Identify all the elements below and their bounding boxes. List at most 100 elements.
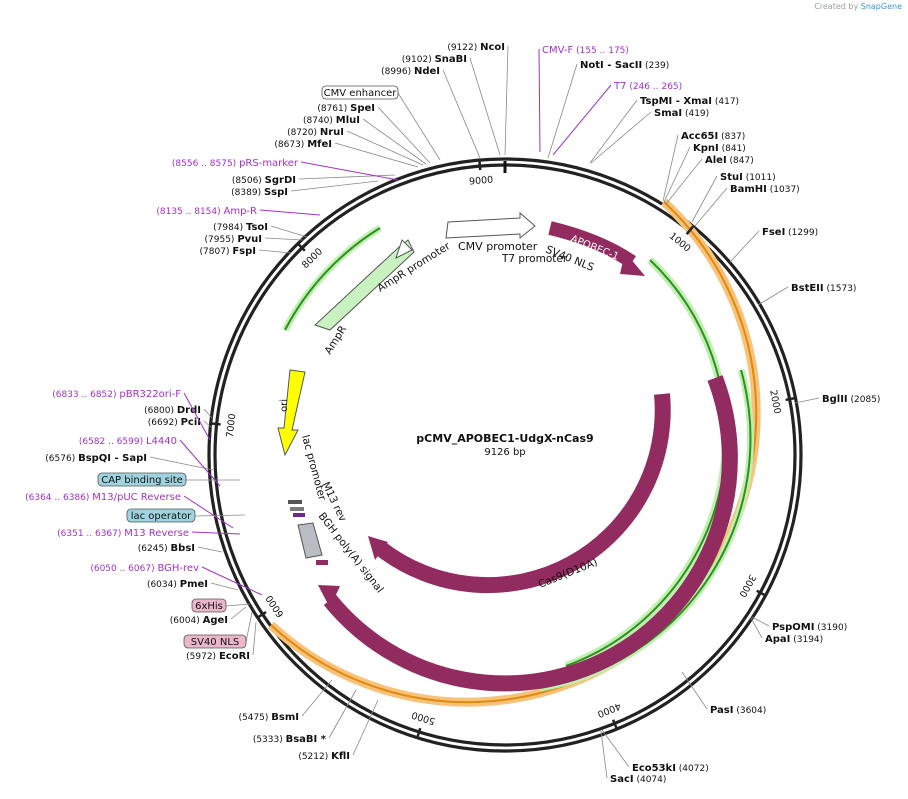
site-label-AgeI[interactable]: (6004) AgeI	[170, 615, 228, 626]
primer-range: (6833 .. 6852)	[52, 390, 119, 400]
site-label-PvuI[interactable]: (7955) PvuI	[205, 234, 262, 245]
site-label-BbsI[interactable]: (6245) BbsI	[138, 543, 195, 554]
site-label-StuI[interactable]: StuI (1011)	[720, 172, 776, 183]
primer-label-M13/pUC Reverse[interactable]: (6364 .. 6386) M13/pUC Reverse	[25, 492, 181, 503]
site-label-BsaBI[interactable]: (5333) BsaBI *	[253, 734, 327, 745]
site-label-SmaI[interactable]: SmaI (419)	[654, 108, 709, 119]
ori-arrow[interactable]	[277, 369, 306, 457]
feature-box-lac operator[interactable]	[126, 508, 196, 523]
site-name: BamHI	[730, 184, 767, 195]
site-pos: (6004)	[170, 616, 203, 626]
site-label-Acc65I[interactable]: Acc65I (837)	[681, 131, 745, 142]
cas9-d10a-arc[interactable]	[375, 393, 671, 594]
site-label-SacI[interactable]: SacI (4074)	[610, 774, 666, 785]
tick-mark	[685, 225, 695, 235]
site-label-BsmI[interactable]: (5475) BsmI	[238, 712, 299, 723]
primer-name: T7	[613, 81, 626, 92]
tick-label-5000: 5000	[410, 709, 436, 727]
primer-label-pBR322ori-F[interactable]: (6833 .. 6852) pBR322ori-F	[52, 389, 181, 400]
site-label-BspQI[interactable]: (6576) BspQI - SapI	[45, 453, 147, 464]
feature-label-SV40 NLS: SV40 NLS	[191, 637, 240, 648]
primer-label-L4440[interactable]: (6582 .. 6599) L4440	[79, 436, 177, 447]
site-label-PciI[interactable]: (6692) PciI	[148, 417, 201, 428]
site-label-KflI[interactable]: (5212) KflI	[298, 751, 350, 762]
feature-box-CAP binding site[interactable]	[97, 472, 187, 487]
site-label-AleI[interactable]: AleI (847)	[705, 155, 754, 166]
primer-range: (246 .. 265)	[626, 82, 682, 92]
tick-mark	[611, 719, 619, 730]
ampr-arrow[interactable]	[314, 239, 415, 331]
site-label-SnaBI[interactable]: (9102) SnaBI	[402, 54, 467, 65]
cas9-arc[interactable]	[323, 375, 738, 692]
site-pos: (837)	[718, 132, 745, 142]
site-label-NotI[interactable]: NotI - SacII (239)	[580, 60, 669, 71]
site-leader-FspI	[258, 249, 292, 254]
primer-name: Amp-R	[224, 206, 258, 217]
feature-label-CMV enhancer: CMV enhancer	[324, 88, 398, 99]
site-name: FseI	[762, 227, 785, 238]
site-leader-StuI	[691, 175, 718, 223]
site-name: Acc65I	[681, 131, 718, 142]
site-pos: (9102)	[402, 55, 435, 65]
primer-leader-pBR322ori-F	[183, 392, 211, 441]
site-label-SgrDI[interactable]: (8506) SgrDI	[232, 175, 296, 186]
site-label-MfeI[interactable]: (8673) MfeI	[274, 139, 332, 150]
feature-box-6xHis[interactable]	[191, 598, 227, 613]
site-name: MfeI	[307, 139, 332, 150]
site-label-TsoI[interactable]: (7984) TsoI	[213, 222, 268, 233]
cmv-promoter-arrow[interactable]	[445, 211, 536, 240]
site-label-FseI[interactable]: FseI (1299)	[762, 227, 818, 238]
feature-label-CAP binding site: CAP binding site	[101, 475, 183, 486]
site-name: AgeI	[203, 615, 228, 626]
site-label-BglII[interactable]: BglII (2085)	[822, 394, 880, 405]
site-label-PasI[interactable]: PasI (3604)	[710, 705, 766, 716]
feature-leader-CMV enhancer	[397, 92, 441, 161]
site-label-PmeI[interactable]: (6034) PmeI	[147, 579, 208, 590]
primer-leader-pRS-marker	[300, 161, 399, 181]
primer-name: pBR322ori-F	[119, 389, 181, 400]
snapgene-credit: Created by SnapGene	[814, 2, 902, 11]
primer-name: M13/pUC Reverse	[92, 492, 181, 503]
site-pos: (5972)	[186, 652, 219, 662]
site-label-ApaI[interactable]: ApaI (3194)	[765, 634, 823, 645]
ampr-promoter-arrow[interactable]	[395, 239, 413, 259]
site-label-PspOMI[interactable]: PspOMI (3190)	[772, 622, 847, 633]
primer-label-T7[interactable]: T7 (246 .. 265)	[613, 81, 682, 92]
feature-box-CMV enhancer[interactable]	[321, 85, 399, 100]
primer-leader-L4440	[179, 439, 221, 487]
bgh-polya-box[interactable]	[297, 522, 323, 559]
site-label-SspI[interactable]: (8389) SspI	[231, 187, 288, 198]
site-name: AleI	[705, 155, 727, 166]
site-label-BstEII[interactable]: BstEII (1573)	[791, 283, 856, 294]
primer-label-pRS-marker[interactable]: (8556 .. 8575) pRS-marker	[172, 158, 299, 169]
t7-promoter-label: T7 promoter	[501, 253, 568, 265]
feature-label-6xHis: 6xHis	[195, 601, 223, 612]
site-label-SpeI[interactable]: (8761) SpeI	[317, 103, 375, 114]
ori-label: ori	[279, 399, 290, 412]
site-pos: (2085)	[848, 395, 881, 405]
site-label-TspMI[interactable]: TspMI - XmaI (417)	[640, 96, 739, 107]
sv40-nls-marker	[316, 560, 328, 565]
site-label-FspI[interactable]: (7807) FspI	[200, 246, 256, 257]
primer-label-M13 Reverse[interactable]: (6351 .. 6367) M13 Reverse	[57, 528, 189, 539]
feature-box-SV40 NLS[interactable]	[183, 634, 247, 649]
site-label-DrdI[interactable]: (6800) DrdI	[144, 405, 201, 416]
site-label-Eco53kI[interactable]: Eco53kI (4072)	[632, 763, 709, 774]
primer-label-Amp-R[interactable]: (8135 .. 8154) Amp-R	[156, 206, 257, 217]
site-label-NdeI[interactable]: (8996) NdeI	[381, 66, 440, 77]
site-label-KpnI[interactable]: KpnI (841)	[693, 143, 746, 154]
primer-name: BGH-rev	[157, 563, 199, 574]
site-label-NruI[interactable]: (8720) NruI	[287, 127, 344, 138]
primer-name: L4440	[146, 436, 177, 447]
site-leader-TsoI	[270, 225, 308, 238]
site-label-EcoRI[interactable]: (5972) EcoRI	[186, 651, 250, 662]
site-label-NcoI[interactable]: (9122) NcoI	[447, 42, 505, 53]
primer-label-CMV-F[interactable]: CMV-F (155 .. 175)	[542, 45, 629, 56]
site-label-BamHI[interactable]: BamHI (1037)	[730, 184, 800, 195]
site-name: SgrDI	[265, 175, 296, 186]
site-name: SnaBI	[435, 54, 467, 65]
site-label-MluI[interactable]: (8740) MluI	[303, 115, 360, 126]
primer-label-BGH-rev[interactable]: (6050 .. 6067) BGH-rev	[90, 563, 199, 574]
site-leader-BamHI	[694, 187, 728, 227]
tick-mark	[210, 422, 221, 426]
